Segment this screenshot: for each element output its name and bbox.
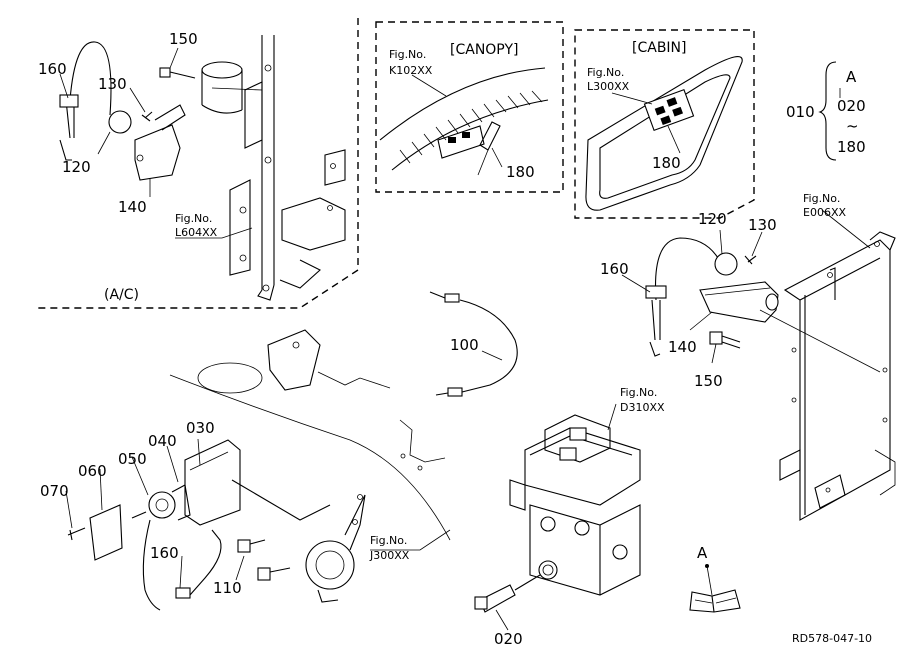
- figref-fig-label-j300: Fig.No.: [370, 534, 407, 547]
- drawing-code: RD578-047-10: [792, 632, 872, 645]
- assembly-legend: 010 A 020 ~ 180: [786, 61, 866, 161]
- label-020-legend: 020: [837, 97, 866, 115]
- label-130-ac: 130: [98, 75, 127, 93]
- label-160-bottom: 160: [150, 544, 179, 562]
- label-060: 060: [78, 462, 107, 480]
- figref-l604: L604XX: [175, 226, 218, 239]
- label-120-right: 120: [698, 210, 727, 228]
- cabin-detail-box: [CABIN]: [574, 29, 755, 219]
- right-frame-assembly: [645, 231, 896, 521]
- label-110: 110: [213, 579, 242, 597]
- label-160-ac: 160: [38, 60, 67, 78]
- figref-fig-label-d310: Fig.No.: [620, 386, 657, 399]
- label-180-legend: 180: [837, 138, 866, 156]
- harness-and-body: [169, 291, 518, 541]
- label-180-cabin: 180: [652, 154, 681, 172]
- canopy-box-label: [CANOPY]: [450, 42, 518, 58]
- detail-a: A: [689, 544, 741, 613]
- figref-k102: K102XX: [389, 64, 433, 77]
- label-030: 030: [186, 419, 215, 437]
- label-150-right: 150: [694, 372, 723, 390]
- label-130-right: 130: [748, 216, 777, 234]
- label-100: 100: [450, 336, 479, 354]
- label-070: 070: [40, 482, 69, 500]
- label-010: 010: [786, 103, 815, 121]
- label-020: 020: [494, 630, 523, 648]
- cabin-box-label: [CABIN]: [632, 40, 686, 56]
- figref-e006: E006XX: [803, 206, 846, 219]
- figref-fig-label-k102: Fig.No.: [389, 48, 426, 61]
- figref-l300: L300XX: [587, 80, 630, 93]
- canopy-detail-box: [CANOPY]: [375, 21, 564, 193]
- figref-fig-label-l604: Fig.No.: [175, 212, 212, 225]
- label-160-right: 160: [600, 260, 629, 278]
- ac-box-label: (A/C): [104, 287, 139, 303]
- label-150-ac: 150: [169, 30, 198, 48]
- figref-j300: J300XX: [369, 549, 410, 562]
- switch-assembly: [67, 439, 366, 611]
- figref-fig-label-e006: Fig.No.: [803, 192, 840, 205]
- ac-detail-box: (A/C): [38, 18, 359, 309]
- label-180-canopy: 180: [506, 163, 535, 181]
- legend-letter-a: A: [846, 68, 857, 86]
- figref-d310: D310XX: [620, 401, 665, 414]
- label-040: 040: [148, 432, 177, 450]
- legend-range-symbol: ~: [846, 117, 859, 135]
- control-valve: [474, 414, 641, 613]
- detail-letter-a: A: [697, 544, 708, 562]
- label-120-ac: 120: [62, 158, 91, 176]
- label-140-right: 140: [668, 338, 697, 356]
- label-050: 050: [118, 450, 147, 468]
- label-140-ac: 140: [118, 198, 147, 216]
- figref-fig-label-l300: Fig.No.: [587, 66, 624, 79]
